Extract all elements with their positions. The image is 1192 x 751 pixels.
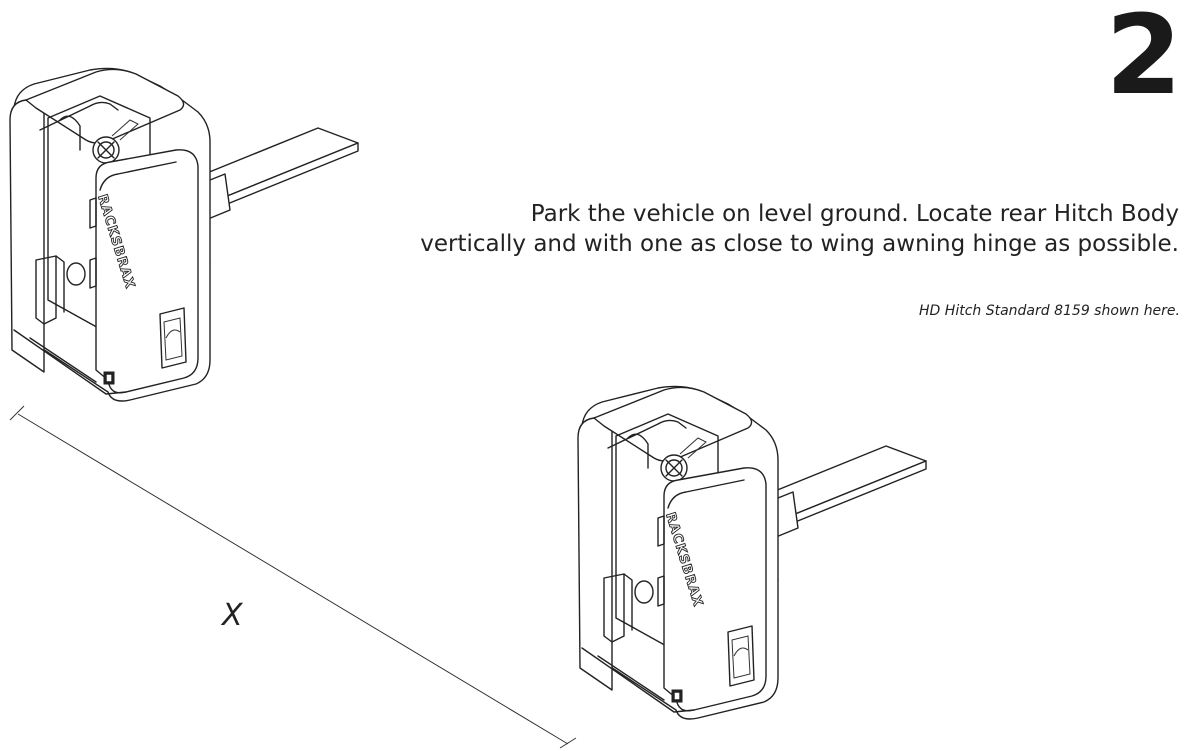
hitch-body-left xyxy=(9,67,359,402)
step-number: 2 xyxy=(1105,0,1182,119)
dimension-label: X xyxy=(222,598,243,633)
instruction-text: Park the vehicle on level ground. Locate… xyxy=(420,201,1179,257)
dimension-line xyxy=(9,405,577,749)
model-caption: HD Hitch Standard 8159 shown here. xyxy=(919,303,1180,319)
hitch-body-right xyxy=(577,385,927,720)
